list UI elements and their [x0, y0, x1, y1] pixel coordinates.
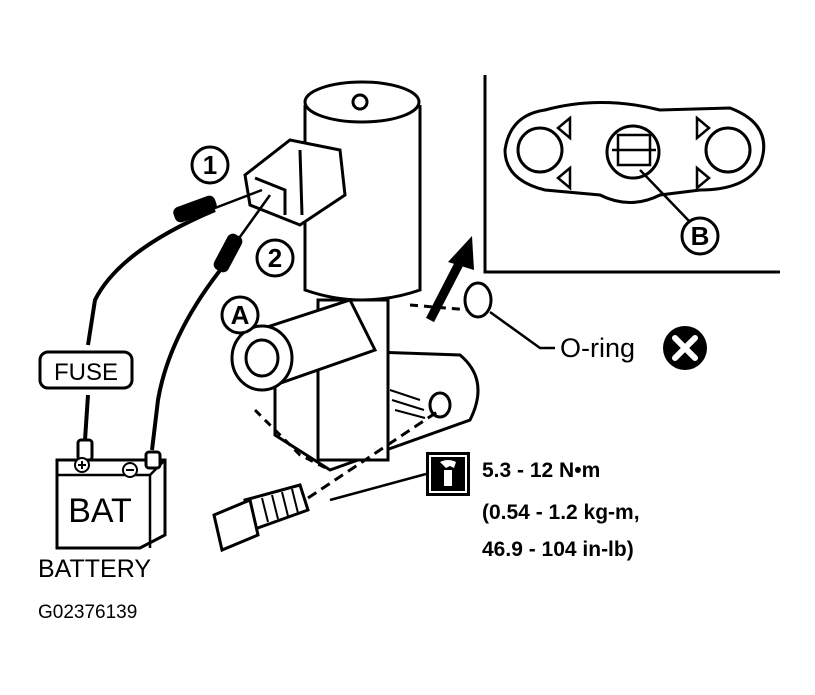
- callout-2: 2: [255, 238, 295, 278]
- gasket-hole-right: [704, 126, 752, 174]
- svg-text:1: 1: [203, 150, 217, 180]
- solenoid-valve: [230, 80, 480, 472]
- oring-label: O-ring: [560, 333, 635, 363]
- direction-arrow: [426, 236, 474, 323]
- svg-text:B: B: [691, 221, 710, 251]
- callout-b: B: [680, 216, 720, 256]
- battery-caption: BATTERY: [38, 555, 151, 583]
- negative-terminal: [144, 450, 162, 470]
- torque-line-3: 46.9 - 104 in-lb): [482, 538, 634, 561]
- torque-line-1: 5.3 - 12 N•m: [482, 459, 600, 482]
- figure-code: G02376139: [38, 602, 137, 623]
- o-ring: [463, 281, 555, 350]
- callout-1: 1: [190, 145, 230, 185]
- positive-terminal: [76, 438, 94, 462]
- fuse-label: FUSE: [54, 359, 118, 386]
- inset-detail: [483, 75, 780, 274]
- torque-line-2: (0.54 - 1.2 kg-m,: [482, 501, 640, 524]
- wiring-harness: [83, 188, 272, 451]
- svg-text:2: 2: [268, 243, 282, 273]
- battery: BAT: [55, 438, 167, 550]
- gasket-hole-left: [516, 126, 564, 174]
- do-not-reuse-icon: [663, 326, 707, 370]
- svg-text:A: A: [231, 300, 250, 330]
- mounting-bolt: [212, 408, 441, 553]
- callout-a: A: [220, 295, 260, 335]
- fuse: FUSE: [38, 350, 134, 390]
- torque-wrench-icon: [426, 452, 470, 496]
- battery-label: BAT: [68, 492, 132, 530]
